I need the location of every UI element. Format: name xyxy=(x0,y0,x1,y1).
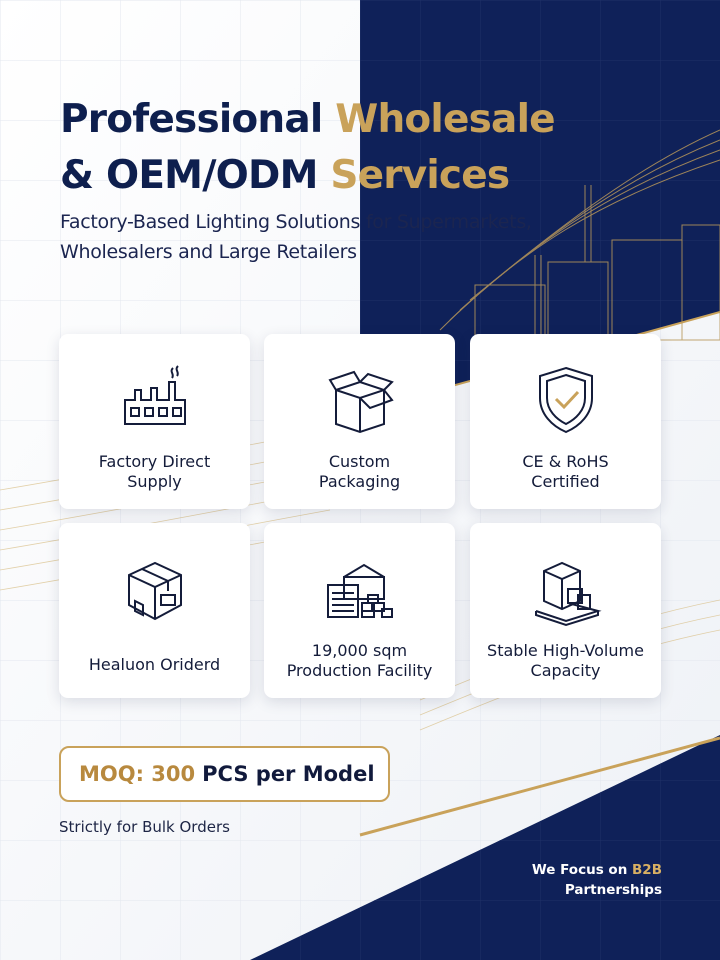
feature-label: Healuon Oriderd xyxy=(70,655,240,675)
feature-label: CE & RoHS Certified xyxy=(481,452,651,492)
feature-label: 19,000 sqm Production Facility xyxy=(275,641,445,681)
feature-label-line-2: Packaging xyxy=(318,472,401,491)
feature-label-line-1: Factory Direct xyxy=(98,452,211,471)
moq-quantity: MOQ: 300 xyxy=(79,762,196,786)
subheadline: Factory-Based Lighting Solutions for Sup… xyxy=(60,207,580,267)
subheadline-line-2: Wholesalers and Large Retailers xyxy=(60,241,357,263)
feature-grid: Factory Direct Supply Custom Packaging xyxy=(59,334,661,698)
production-facility-icon xyxy=(322,551,398,627)
feature-label-line-1: Healuon Oriderd xyxy=(88,655,221,674)
feature-label-line-1: Custom xyxy=(328,452,391,471)
feature-label-line-2: Capacity xyxy=(530,661,601,680)
feature-card-healuon: Healuon Oriderd xyxy=(59,523,250,698)
subheadline-line-1: Factory-Based Lighting Solutions for Sup… xyxy=(60,211,532,233)
b2b-tagline-line-2: Partnerships xyxy=(564,882,662,898)
headline-gold-2: Services xyxy=(330,153,510,198)
b2b-tagline: We Focus on B2B Partnerships xyxy=(500,860,662,900)
b2b-tagline-line-1: We Focus on B2B xyxy=(500,860,662,880)
headline: Professional Wholesale & OEM/ODM Service… xyxy=(60,92,660,204)
feature-card-capacity: Stable High-Volume Capacity xyxy=(470,523,661,698)
stacked-boxes-icon xyxy=(528,551,604,627)
feature-label: Custom Packaging xyxy=(275,452,445,492)
feature-label: Stable High-Volume Capacity xyxy=(481,641,651,681)
feature-label-line-2: Certified xyxy=(531,472,600,491)
feature-card-certified: CE & RoHS Certified xyxy=(470,334,661,509)
factory-icon xyxy=(117,362,193,438)
feature-card-factory-direct: Factory Direct Supply xyxy=(59,334,250,509)
b2b-tagline-plain: We Focus on xyxy=(531,862,628,878)
headline-gold-1: Wholesale xyxy=(335,97,555,142)
headline-plain-2: & OEM/ODM xyxy=(60,153,318,198)
feature-label-line-2: Supply xyxy=(127,472,182,491)
headline-plain-1: Professional xyxy=(60,97,323,142)
headline-line-2: & OEM/ODM Services xyxy=(60,148,660,204)
shield-check-icon xyxy=(528,362,604,438)
feature-label-line-2: Production Facility xyxy=(286,661,433,680)
feature-card-custom-packaging: Custom Packaging xyxy=(264,334,455,509)
moq-badge: MOQ: 300 PCS per Model xyxy=(59,746,390,802)
open-box-icon xyxy=(322,362,398,438)
cube-box-icon xyxy=(117,551,193,627)
b2b-tagline-gold: B2B xyxy=(632,862,662,878)
feature-label-line-1: 19,000 sqm xyxy=(311,641,408,660)
moq-unit: PCS per Model xyxy=(202,762,375,786)
headline-line-1: Professional Wholesale xyxy=(60,92,660,148)
feature-label-line-1: CE & RoHS xyxy=(522,452,609,471)
bulk-order-note: Strictly for Bulk Orders xyxy=(59,818,230,836)
feature-label: Factory Direct Supply xyxy=(70,452,240,492)
feature-label-line-1: Stable High-Volume xyxy=(487,641,644,660)
feature-card-production-facility: 19,000 sqm Production Facility xyxy=(264,523,455,698)
